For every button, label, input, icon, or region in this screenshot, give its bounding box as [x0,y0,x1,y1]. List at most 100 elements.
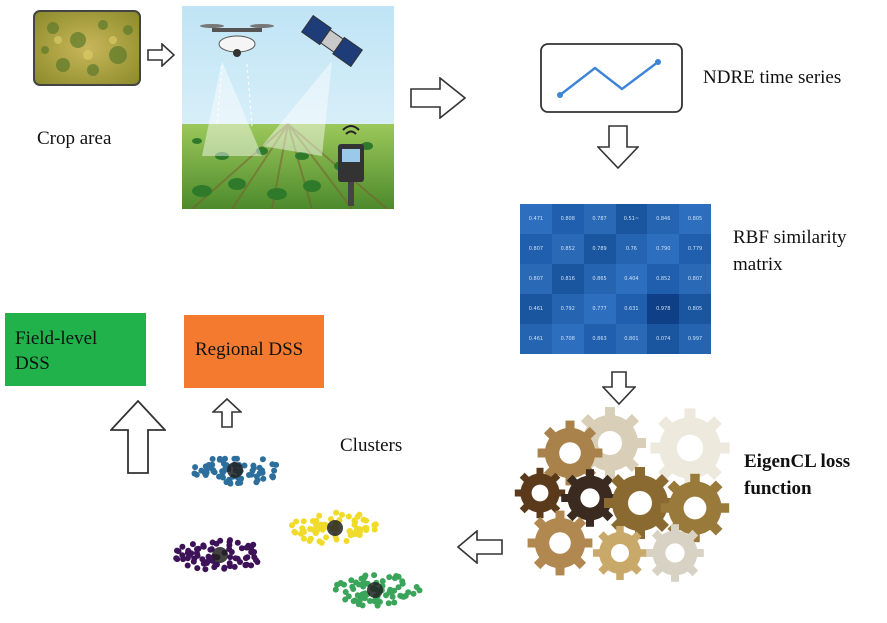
cluster-centroid [212,547,228,563]
field-level-line1: Field-level [15,328,98,349]
matrix-cell: 0.461 [520,324,552,354]
cluster-point [250,462,257,469]
field-level-dss-box: Field-level DSS [5,313,146,386]
cluster-point [195,545,202,552]
cluster-point [237,559,243,565]
cluster-point [237,479,244,486]
cluster-point [333,509,340,516]
arrow-right-icon [410,77,466,119]
cluster-point [246,472,252,478]
cluster-point [345,513,352,520]
cluster-point [205,462,212,468]
matrix-cell: 0.852 [551,234,584,264]
cluster-point [332,586,339,593]
cluster-scatter [150,440,450,620]
cluster-point [339,511,345,518]
cluster-point [376,598,383,605]
cluster-point [363,517,370,524]
cluster-point [360,582,367,589]
matrix-cell: 0.805 [679,294,711,324]
matrix-cell: 0.807 [679,264,711,294]
cluster-point [334,581,341,588]
cluster-point [228,549,235,555]
cluster-centroid [327,520,343,536]
matrix-cell: 0.471 [520,204,552,234]
cluster-point [226,476,233,483]
cluster-point [203,560,210,566]
matrix-cell: 0.863 [583,324,616,354]
cluster-point [300,518,307,525]
cluster-point [231,455,238,462]
ndre-label: NDRE time series [703,67,842,88]
cluster-point [333,536,340,543]
cluster-point [199,556,206,563]
matrix-cell: 0.808 [551,204,584,234]
cluster-point [202,566,209,573]
cluster-point [203,468,210,475]
crop-field-thumbnail [33,10,141,86]
cluster-point [312,530,319,537]
matrix-cell: 0.51~ [615,204,648,234]
cluster-point [242,561,249,568]
cluster-point [307,535,314,542]
cluster-point [413,584,420,590]
cluster-point [363,527,370,533]
cluster-point [291,528,298,535]
matrix-cell: 0.978 [647,294,680,324]
cluster-point [253,557,259,564]
matrix-cell: 0.787 [583,204,616,234]
cluster-point [385,600,392,607]
cluster-point [216,455,223,462]
field-level-line2: DSS [15,353,50,374]
arrow-left-icon [457,530,503,564]
cluster-centroid [227,462,243,478]
cluster-point [179,552,186,559]
line-chart-icon [540,43,683,113]
cluster-point [323,534,330,541]
cluster-point [194,565,201,572]
cluster-point [191,470,198,477]
matrix-cell: 0.777 [583,294,616,324]
cluster-point [173,555,180,562]
cluster-point [343,538,350,544]
cluster-point [260,475,267,482]
rbf-label-line2: matrix [733,254,783,275]
clusters-label: Clusters [340,435,403,456]
cluster-point [259,456,266,463]
cluster-point [371,572,378,579]
cluster-point [192,464,199,471]
cluster-point [210,468,217,475]
eigencl-label-line2: function [744,478,812,499]
cluster-point [219,469,226,476]
cluster-point [234,539,241,546]
cluster-point [184,555,191,562]
cluster-point [342,589,349,595]
cluster-point [231,563,238,570]
cluster-point [367,598,373,604]
cluster-point [402,592,409,599]
cluster-point [350,598,357,605]
cluster-point [227,554,234,561]
cluster-point [345,593,352,600]
cluster-point [208,546,215,553]
cluster-point [179,543,186,550]
arrow-right-icon [147,43,175,67]
cluster-point [356,531,363,538]
cluster-point [371,522,378,528]
cluster-point [353,579,360,586]
cluster-point [205,553,212,560]
cluster-point [241,462,248,469]
cluster-point [300,535,307,542]
matrix-cell: 0.76 [615,234,648,264]
cluster-point [222,455,228,462]
matrix-cell: 0.404 [615,264,648,294]
arrow-down-icon [602,371,636,405]
matrix-cell: 0.865 [583,264,616,294]
cluster-point [249,467,256,474]
cluster-point [213,540,220,547]
regional-dss-box: Regional DSS [184,315,324,388]
cluster-point [391,599,398,606]
cluster-point [395,573,402,580]
matrix-cell: 0.790 [647,234,680,264]
cluster-point [227,563,234,570]
